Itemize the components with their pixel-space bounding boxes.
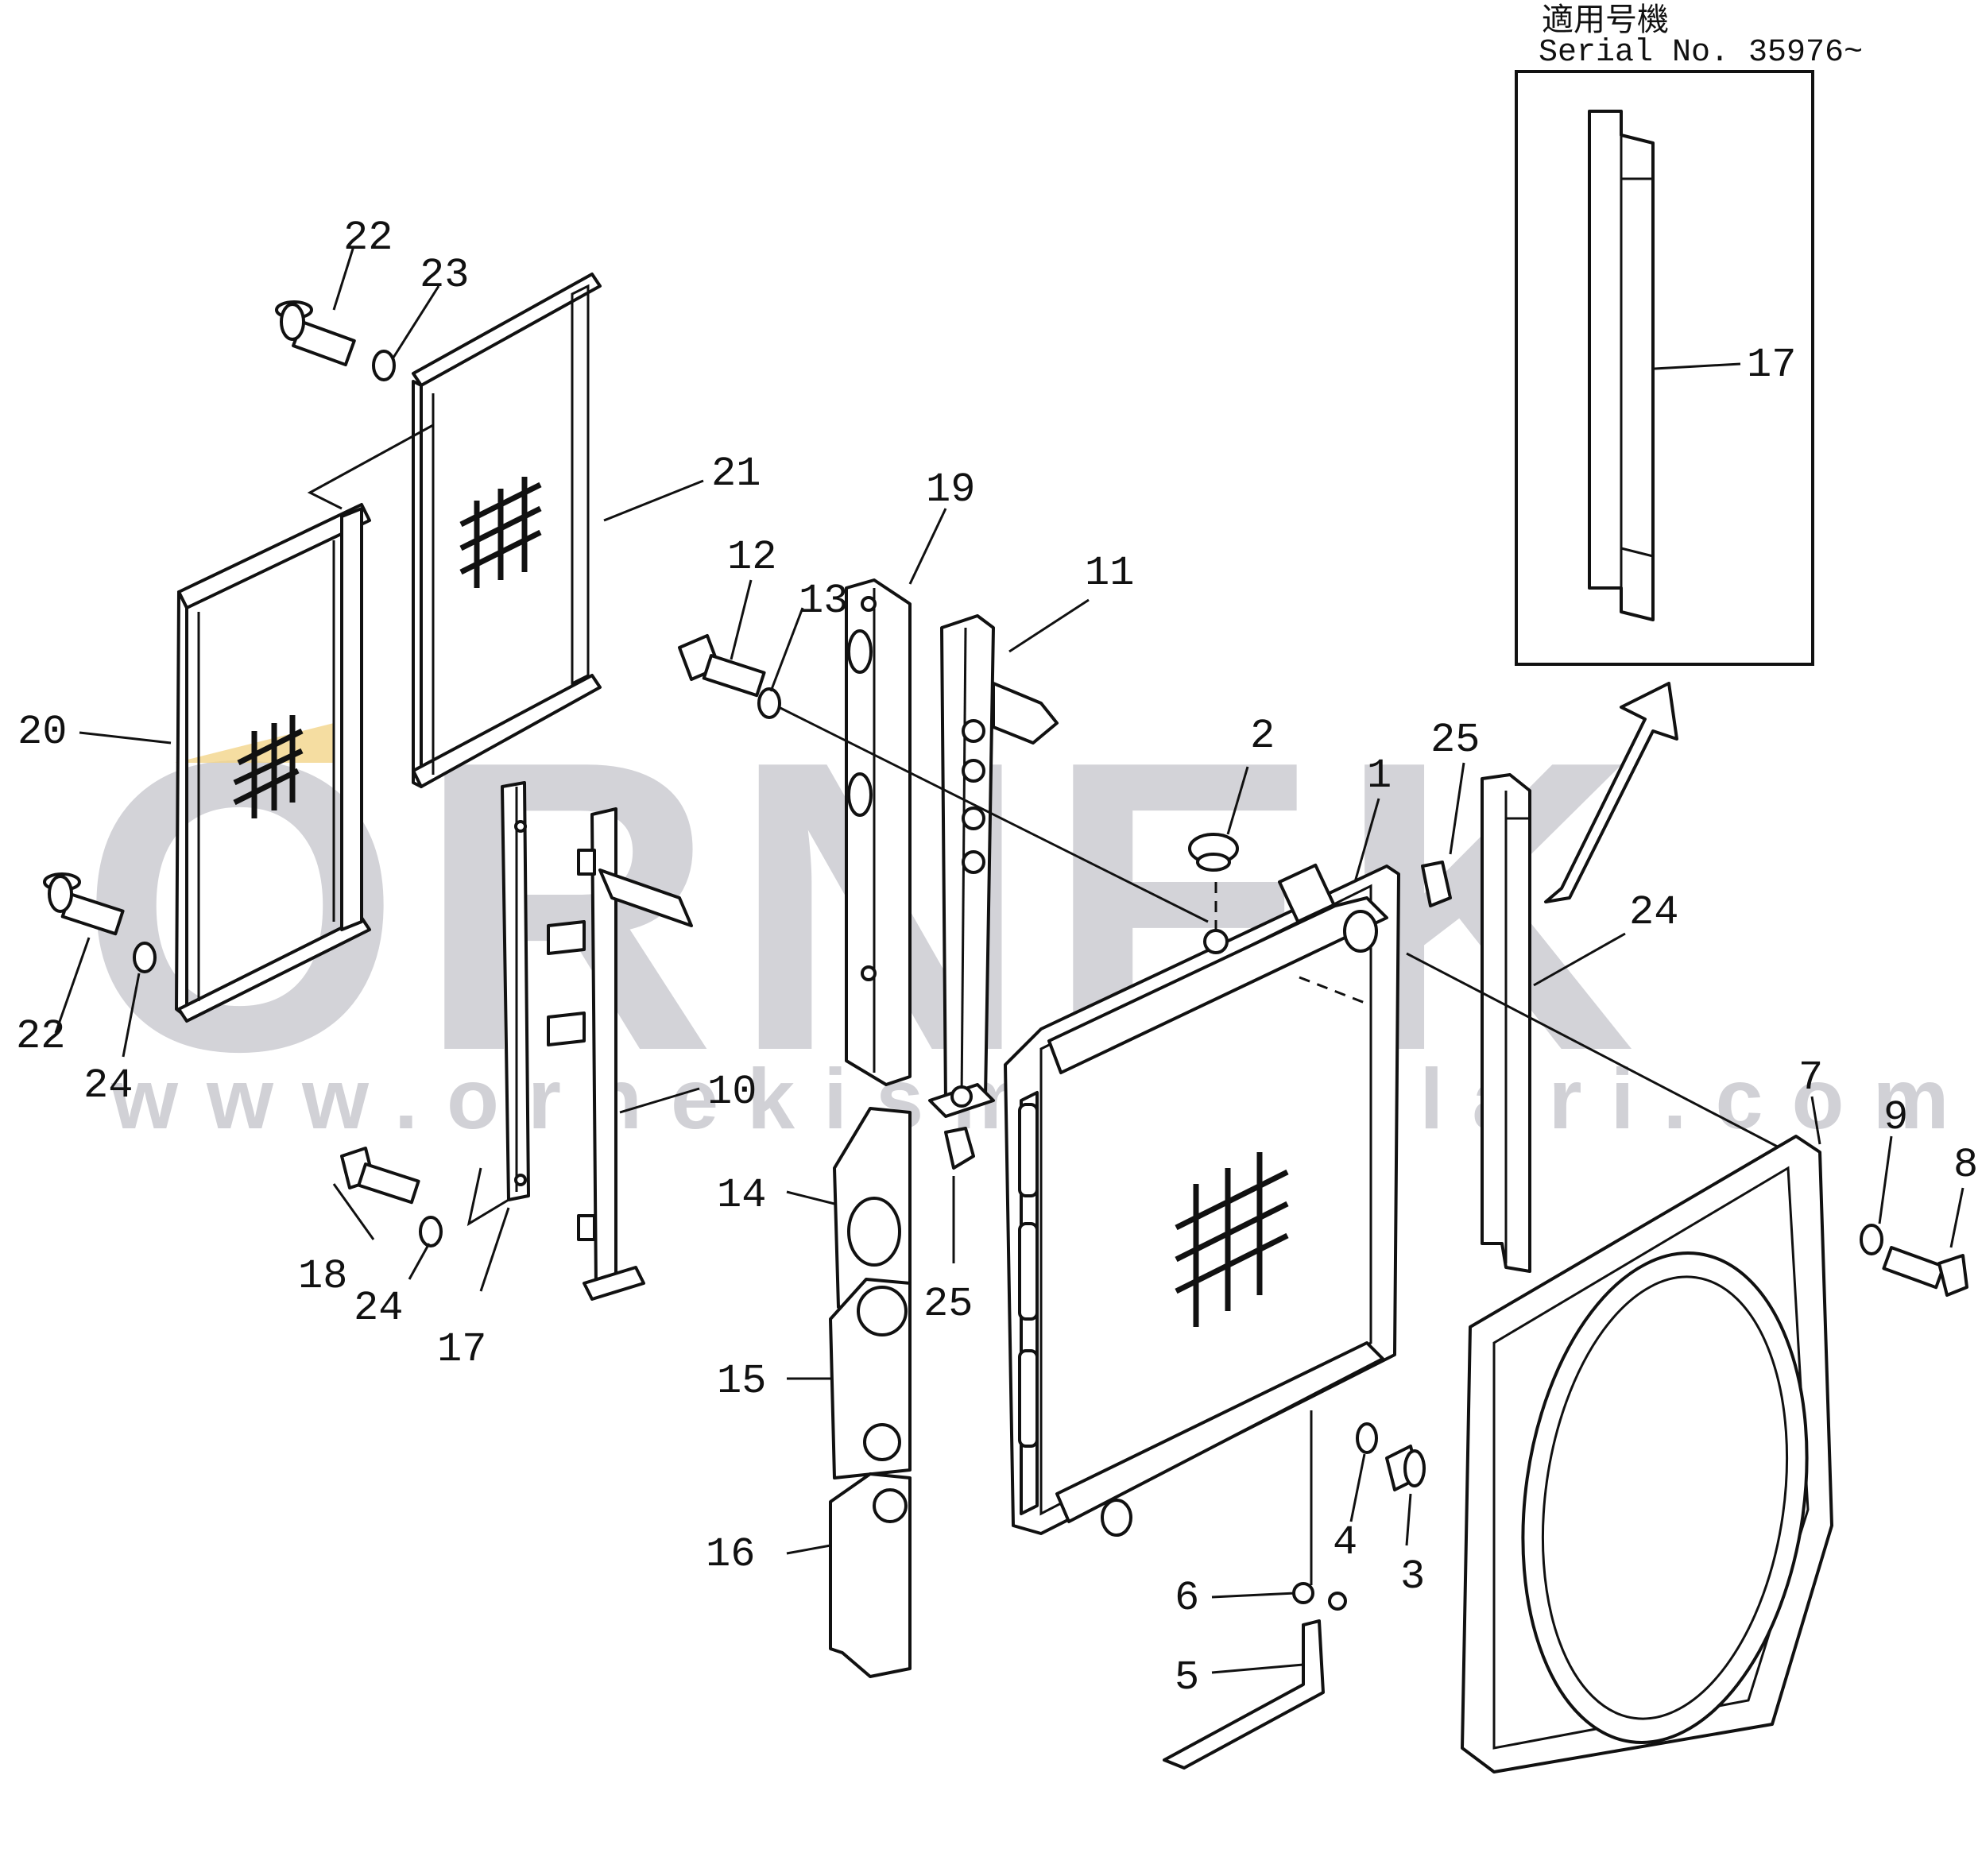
- callout-24-lower: 24: [354, 1285, 403, 1332]
- radiator-top-tank: [1047, 863, 1388, 1074]
- washer-24-lower: [419, 1216, 443, 1247]
- inset-arrow: [1544, 682, 1678, 903]
- radiator-1: [1004, 863, 1400, 1537]
- guard-link-line: [307, 424, 434, 510]
- radiator-bottom-tank: [1055, 1341, 1384, 1537]
- callout-22-top: 22: [343, 215, 393, 261]
- leader-lines: [54, 246, 1964, 1674]
- inset-callout-17: 17: [1747, 342, 1796, 389]
- guard-frame-20: [175, 503, 371, 1023]
- shroud-7: [1461, 1135, 1833, 1773]
- mount-line-12: [778, 706, 1209, 923]
- callout-18: 17: [437, 1326, 486, 1373]
- callout-24-left: 24: [83, 1062, 133, 1109]
- callout-25-lower: 25: [923, 1281, 973, 1328]
- pad-25-lower: [944, 1127, 975, 1170]
- callout-14: 14: [717, 1172, 766, 1219]
- mesh-21: [459, 477, 542, 588]
- mount-line-17: [1406, 952, 1789, 1154]
- callout-21: 21: [711, 451, 761, 497]
- callout-25-upper: 25: [1430, 717, 1480, 764]
- mesh-20: [233, 715, 304, 818]
- channel-17: [1481, 773, 1531, 1273]
- inset-channel-17: [1588, 110, 1655, 621]
- callout-4: 4: [1333, 1519, 1357, 1566]
- washer-24-top: [372, 350, 396, 381]
- drain-cock-3: [1385, 1445, 1426, 1491]
- mesh-1: [1175, 1152, 1289, 1327]
- stay-11: [928, 614, 1059, 1118]
- drain-hose-5: [1163, 1619, 1325, 1770]
- bolt-12: [678, 634, 766, 698]
- washer-9: [1860, 1224, 1883, 1255]
- bolt-8: [1882, 1245, 1968, 1297]
- callout-10: 10: [707, 1069, 757, 1116]
- block-14: [833, 1107, 912, 1309]
- block-16: [829, 1472, 912, 1678]
- callout-8: 8: [1953, 1142, 1978, 1189]
- washer-13: [757, 687, 781, 719]
- washer-24-left: [133, 942, 157, 973]
- support-10: [547, 807, 693, 1301]
- inset-title: 適用号機: [1542, 2, 1669, 41]
- bracket-18: [501, 781, 530, 1201]
- stay-19: [845, 578, 912, 1086]
- callout-11: 11: [1085, 550, 1134, 597]
- callout-2: 2: [1250, 713, 1275, 760]
- inset-serial: Serial No. 35976~: [1539, 35, 1863, 71]
- callout-22-bottom: 22: [16, 1013, 65, 1060]
- callout-7: 7: [1798, 1054, 1823, 1101]
- bolt-23: [340, 1147, 420, 1205]
- serial-inset: 適用号機 Serial No. 35976~: [1515, 2, 1863, 666]
- o-ring-4: [1356, 1422, 1378, 1454]
- callout-23: 18: [298, 1253, 347, 1300]
- tank-dash: [1299, 976, 1372, 1007]
- callout-19: 19: [926, 466, 975, 513]
- wing-bolt-22-bottom: [43, 872, 125, 936]
- callout-labels: 22 23 21 20 22 24 12 13 19 11 10 18 24 1…: [16, 215, 1978, 1701]
- callout-15: 15: [717, 1358, 766, 1405]
- callout-9: 9: [1883, 1094, 1908, 1141]
- callout-12: 12: [727, 534, 776, 581]
- callout-6: 6: [1175, 1575, 1199, 1622]
- callout-17: 24: [1629, 889, 1678, 936]
- bracket-18-link: [466, 1167, 509, 1227]
- callout-1: 1: [1367, 752, 1392, 799]
- guard-frame-21: [412, 273, 602, 788]
- callout-13: 13: [799, 578, 848, 625]
- pad-25-upper: [1421, 861, 1452, 907]
- wing-bolt-22-top: [275, 300, 356, 367]
- clamp-6: [1292, 1582, 1347, 1611]
- callout-20: 20: [17, 709, 67, 756]
- callout-5: 5: [1175, 1654, 1199, 1701]
- callout-24-top: 23: [420, 252, 469, 299]
- cap-2: [1188, 833, 1239, 872]
- callout-16: 16: [706, 1531, 755, 1578]
- callout-3: 3: [1400, 1553, 1425, 1600]
- block-15: [829, 1278, 912, 1480]
